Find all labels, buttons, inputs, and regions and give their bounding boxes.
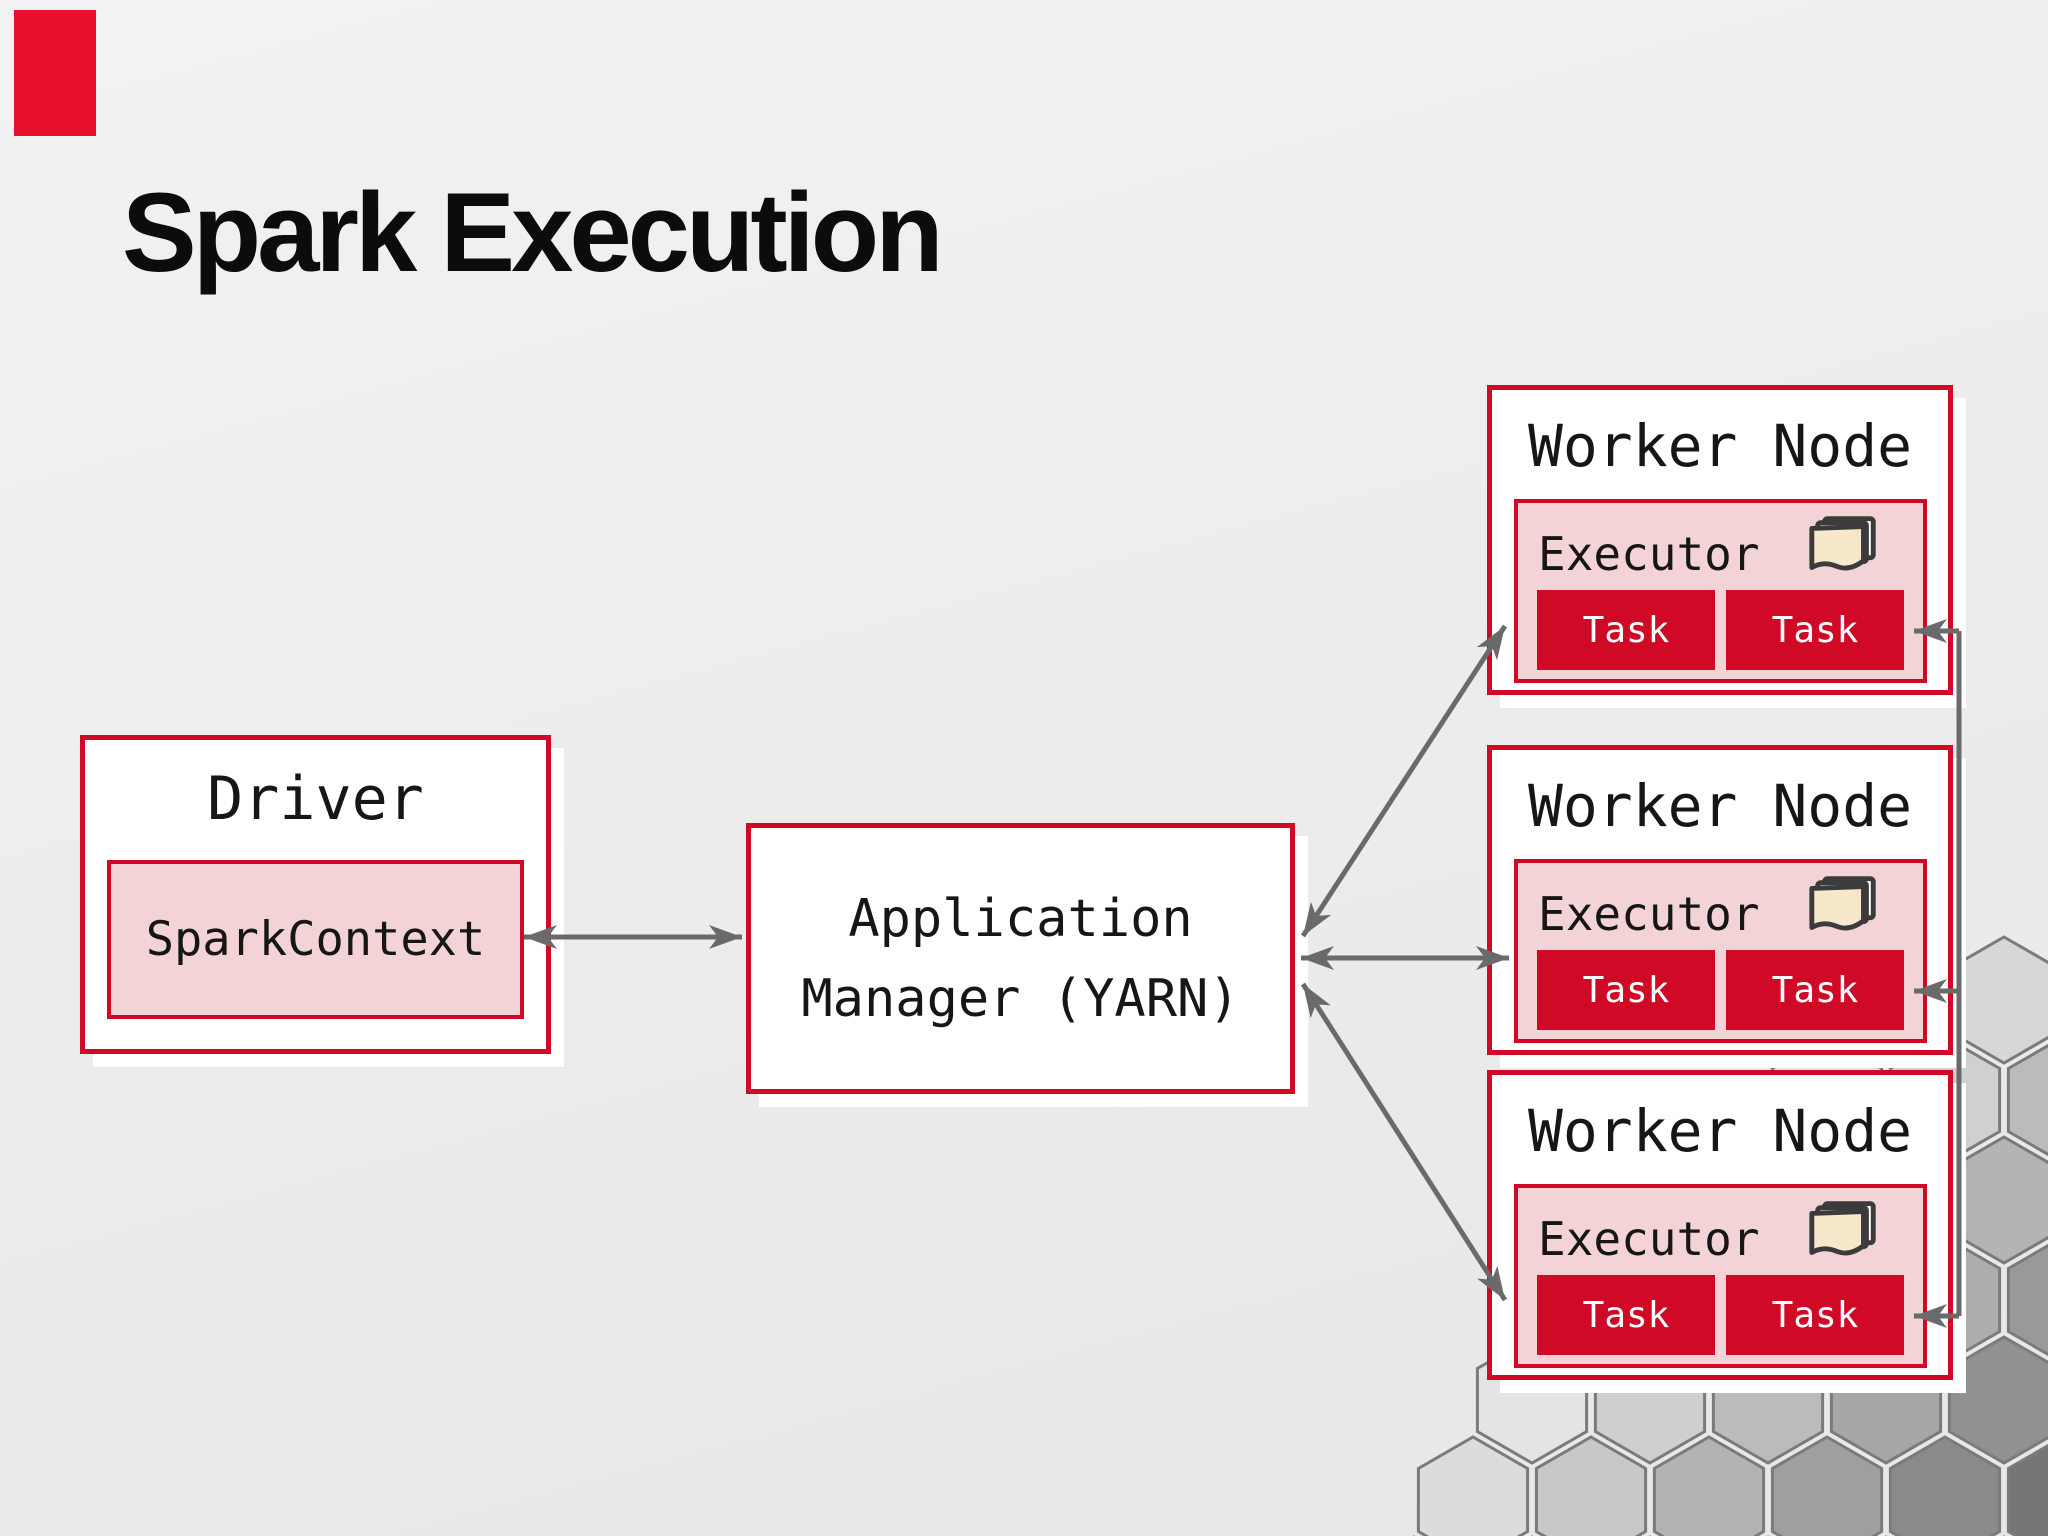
- task-row: Task Task: [1537, 950, 1904, 1030]
- executor-label: Executor: [1538, 1212, 1760, 1266]
- worker-node-label: Worker Node: [1527, 412, 1913, 480]
- application-manager-box: Application Manager (YARN): [746, 823, 1295, 1094]
- task-box: Task: [1537, 1275, 1715, 1355]
- hexagon: [2006, 1043, 2048, 1157]
- sparkcontext-box: SparkContext: [107, 860, 524, 1019]
- task-box: Task: [1726, 590, 1904, 670]
- hexagon: [1652, 1435, 1766, 1536]
- hexagon: [1770, 1435, 1884, 1536]
- application-manager-label-line1: Application: [848, 888, 1193, 949]
- worker-node-2: Worker Node Executor Task Task: [1487, 745, 1953, 1055]
- hexagon: [1534, 1435, 1648, 1536]
- task-label: Task: [1771, 609, 1859, 651]
- executor-label: Executor: [1538, 527, 1760, 581]
- hexagon: [1947, 1335, 2048, 1465]
- driver-box: Driver SparkContext: [80, 735, 551, 1054]
- hexagon: [1888, 1435, 2002, 1536]
- hexagon: [2006, 1443, 2048, 1536]
- executor-box: Executor Task Task: [1514, 1184, 1927, 1368]
- task-box: Task: [1726, 950, 1904, 1030]
- task-row: Task Task: [1537, 1275, 1904, 1355]
- task-row: Task Task: [1537, 590, 1904, 670]
- hexagon: [1947, 935, 2048, 1065]
- executor-box: Executor Task Task: [1514, 499, 1927, 683]
- worker-node-3: Worker Node Executor Task Task: [1487, 1070, 1953, 1380]
- task-label: Task: [1582, 969, 1670, 1011]
- document-stack-icon: [1809, 876, 1876, 931]
- driver-label: Driver: [207, 764, 424, 834]
- task-label: Task: [1771, 969, 1859, 1011]
- hexagon: [1947, 1135, 2048, 1265]
- worker-node-label: Worker Node: [1527, 772, 1913, 840]
- executor-box: Executor Task Task: [1514, 859, 1927, 1043]
- hexagon: [2006, 1243, 2048, 1357]
- task-label: Task: [1582, 609, 1670, 651]
- task-box: Task: [1537, 590, 1715, 670]
- sparkcontext-label: SparkContext: [145, 912, 486, 967]
- worker-node-label: Worker Node: [1527, 1097, 1913, 1165]
- document-stack-icon: [1809, 516, 1876, 571]
- task-box: Task: [1537, 950, 1715, 1030]
- document-stack-icon: [1809, 1201, 1876, 1256]
- page-title: Spark Execution: [122, 170, 944, 295]
- worker-node-1: Worker Node Executor Task Task: [1487, 385, 1953, 695]
- application-manager-label-line2: Manager (YARN): [801, 968, 1240, 1029]
- hexagon: [1416, 1435, 1530, 1536]
- task-label: Task: [1771, 1294, 1859, 1336]
- task-box: Task: [1726, 1275, 1904, 1355]
- task-label: Task: [1582, 1294, 1670, 1336]
- corner-accent-bar: [14, 10, 96, 136]
- executor-label: Executor: [1538, 887, 1760, 941]
